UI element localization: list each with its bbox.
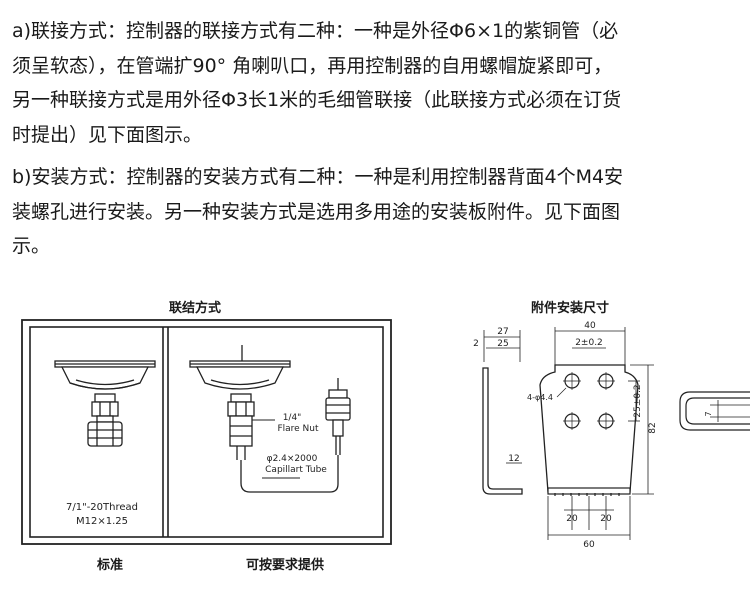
controller-capillary-drawing bbox=[189, 345, 351, 493]
flare-label-2: Flare Nut bbox=[277, 424, 319, 434]
bracket-side-view bbox=[482, 330, 523, 495]
dim-7: 7 bbox=[704, 411, 713, 416]
paragraph-a-line-2: 须呈软态），在管端扩90° 角喇叭口，再用控制器的自用螺帽旋紧即可， bbox=[12, 54, 613, 77]
dim-2: 2 bbox=[473, 339, 479, 349]
dim-40: 40 bbox=[584, 321, 596, 331]
dim-60: 60 bbox=[583, 540, 595, 550]
dim-20-right: 20 bbox=[600, 514, 612, 524]
bracket-front-view bbox=[539, 327, 654, 540]
caption-standard: 标准 bbox=[96, 558, 123, 573]
caption-on-request: 可按要求提供 bbox=[245, 558, 324, 573]
figure-connection-title: 联结方式 bbox=[168, 301, 221, 316]
thread-label-1: 7/1"-20Thread bbox=[66, 502, 138, 513]
flare-label-1: 1/4" bbox=[283, 413, 302, 423]
paragraph-b-line-2: 装螺孔进行安装。另一种安装方式是选用多用途的安装板附件。见下面图 bbox=[12, 200, 621, 223]
dim-27: 27 bbox=[497, 327, 508, 337]
capillary-label-2: Capillart Tube bbox=[265, 465, 327, 475]
controller-standard-drawing bbox=[54, 360, 156, 447]
paragraph-connection-method: a)联接方式：控制器的联接方式有二种：一种是外径Φ6×1的紫铜管（必 须呈软态）… bbox=[12, 14, 742, 152]
dim-holes: 4-φ4.4 bbox=[527, 393, 553, 402]
figure-bracket-title: 附件安装尺寸 bbox=[530, 301, 609, 316]
bracket-partial-view bbox=[679, 391, 750, 431]
paragraph-b-line-1: b)安装方式：控制器的安装方式有二种：一种是利用控制器背面4个M4安 bbox=[12, 166, 624, 188]
paragraph-a-line-3: 另一种联接方式是用外径Φ3长1米的毛细管联接（此联接方式必须在订货 bbox=[12, 89, 622, 111]
paragraph-b-line-3: 示。 bbox=[12, 235, 51, 257]
dim-82: 82 bbox=[648, 422, 658, 433]
dim-20-left: 20 bbox=[566, 514, 578, 524]
capillary-label-1: φ2.4×2000 bbox=[267, 454, 318, 464]
dim-2-tolerance: 2±0.2 bbox=[575, 338, 603, 348]
dim-25-tolerance: 25±0.2 bbox=[633, 384, 643, 417]
paragraph-a-line-1: a)联接方式：控制器的联接方式有二种：一种是外径Φ6×1的紫铜管（必 bbox=[12, 20, 619, 42]
paragraph-installation-method: b)安装方式：控制器的安装方式有二种：一种是利用控制器背面4个M4安 装螺孔进行… bbox=[12, 160, 742, 264]
thread-label-2: M12×1.25 bbox=[76, 516, 128, 527]
paragraph-a-line-4: 时提出）见下面图示。 bbox=[12, 123, 203, 146]
dim-25: 25 bbox=[497, 339, 508, 349]
dim-12: 12 bbox=[508, 454, 519, 464]
